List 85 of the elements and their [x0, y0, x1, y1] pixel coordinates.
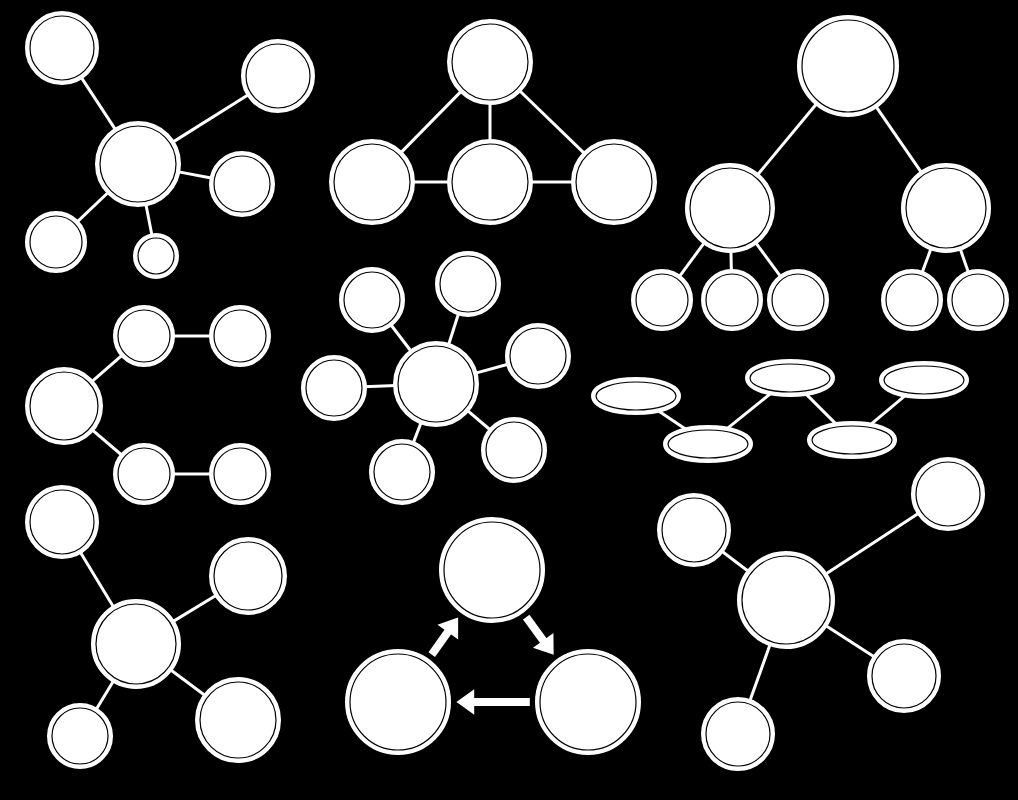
network-node — [701, 697, 775, 771]
connector-line — [171, 593, 218, 624]
connector-line — [920, 247, 933, 275]
network-node — [571, 139, 657, 225]
connector-line — [78, 550, 116, 609]
network-node — [435, 251, 501, 317]
network-node — [345, 649, 451, 755]
connector-line — [412, 180, 450, 184]
network-node — [447, 139, 533, 225]
network-node — [25, 485, 99, 559]
network-node — [241, 39, 315, 113]
network-node — [591, 377, 681, 415]
connector-line — [729, 250, 733, 272]
network-node — [447, 19, 533, 105]
network-node — [113, 305, 175, 367]
network-node — [301, 355, 367, 421]
connector-line — [168, 668, 207, 698]
network-node — [505, 323, 571, 389]
connector-line — [755, 102, 819, 177]
network-node — [91, 599, 181, 689]
connector-line — [753, 241, 783, 279]
network-node — [25, 367, 103, 445]
connector-line — [823, 511, 921, 576]
connector-line — [94, 679, 116, 711]
connector-line — [90, 428, 124, 457]
network-node — [133, 233, 179, 279]
network-node — [901, 163, 991, 253]
connector-line — [446, 312, 461, 347]
network-node — [807, 421, 897, 459]
network-node — [339, 267, 405, 333]
network-node — [25, 211, 87, 273]
connector-line — [364, 384, 396, 389]
connector-line — [90, 353, 124, 384]
connector-line — [677, 241, 707, 279]
network-node — [369, 439, 435, 505]
network-node — [535, 649, 641, 755]
connector-line — [171, 92, 250, 144]
connector-line — [804, 392, 838, 426]
network-node — [631, 269, 693, 331]
network-node — [767, 269, 829, 331]
network-node — [947, 269, 1009, 331]
connector-line — [530, 180, 574, 184]
connector-line — [411, 420, 423, 445]
network-node — [195, 677, 281, 763]
connector-line — [177, 170, 213, 180]
network-node — [209, 305, 271, 367]
connector-line — [824, 623, 877, 659]
network-node — [657, 493, 731, 567]
network-node — [209, 537, 287, 615]
connector-line — [144, 203, 154, 237]
network-node — [329, 139, 415, 225]
connector-line — [79, 75, 118, 132]
connector-line — [868, 393, 908, 427]
network-node — [879, 361, 969, 399]
connector-line — [465, 408, 492, 432]
network-node — [685, 163, 775, 253]
network-node — [393, 341, 479, 427]
network-node — [663, 425, 753, 463]
network-node — [481, 417, 547, 483]
network-node — [209, 151, 275, 217]
connector-line — [75, 190, 110, 224]
network-node — [209, 443, 271, 505]
connector-line — [488, 102, 492, 142]
connector-line — [399, 89, 463, 155]
connector-line — [656, 408, 688, 432]
network-node — [701, 269, 763, 331]
connector-line — [172, 472, 212, 476]
connector-line — [474, 362, 510, 375]
network-node — [867, 639, 941, 713]
network-node — [881, 269, 943, 331]
connector-line — [748, 643, 772, 703]
connector-line — [725, 391, 773, 431]
network-node — [797, 15, 899, 117]
network-node — [911, 457, 985, 531]
connector-line — [517, 88, 587, 156]
connector-line — [958, 247, 971, 274]
network-node — [47, 703, 113, 769]
network-node — [113, 443, 175, 505]
connector-line — [720, 549, 751, 574]
network-node — [745, 359, 835, 397]
network-node — [25, 11, 99, 85]
connector-line — [172, 334, 212, 338]
network-node — [95, 121, 181, 207]
connector-line — [389, 323, 413, 353]
connector-line — [874, 104, 924, 175]
